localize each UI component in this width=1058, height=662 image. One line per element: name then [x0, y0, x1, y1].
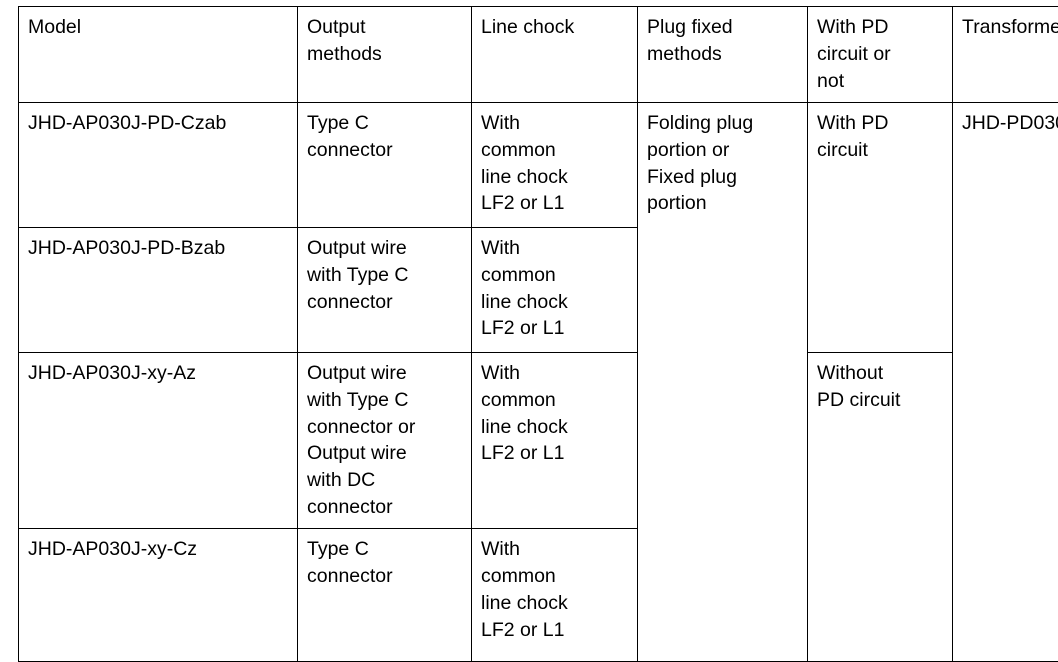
column-header-output-methods-label: Output methods [307, 14, 461, 68]
cell-transformer-text: JHD-PD030T-A [962, 110, 1058, 137]
cell-model-text: JHD-AP030J-xy-Cz [28, 536, 287, 563]
column-header-transformer: Transformer [953, 7, 1058, 103]
cell-output-methods: Output wire with Type C connector or Out… [298, 352, 472, 528]
cell-line-chock-text: With common line chock LF2 or L1 [481, 360, 627, 468]
cell-line-chock-text: With common line chock LF2 or L1 [481, 110, 627, 218]
cell-model: JHD-AP030J-xy-Az [19, 352, 298, 528]
column-header-plug-fixed-methods: Plug fixed methods [638, 7, 808, 103]
cell-pd-circuit-with-text: With PD circuit [817, 110, 942, 164]
column-header-line-chock-label: Line chock [481, 14, 627, 41]
cell-line-chock: With common line chock LF2 or L1 [472, 227, 638, 352]
table-header-row: Model Output methods Line chock Plug fix… [19, 7, 1058, 103]
column-header-pd-circuit-label: With PD circuit or not [817, 14, 942, 95]
cell-output-methods: Type C connector [298, 102, 472, 227]
cell-model-text: JHD-AP030J-PD-Bzab [28, 235, 287, 262]
column-header-plug-fixed-methods-label: Plug fixed methods [647, 14, 797, 68]
column-header-output-methods: Output methods [298, 7, 472, 103]
cell-output-methods-text: Output wire with Type C connector or Out… [307, 360, 461, 521]
cell-pd-circuit-without-text: Without PD circuit [817, 360, 942, 414]
model-specification-table: Model Output methods Line chock Plug fix… [18, 6, 1058, 662]
column-header-line-chock: Line chock [472, 7, 638, 103]
specification-table-container: Model Output methods Line chock Plug fix… [18, 6, 1046, 662]
cell-output-methods: Type C connector [298, 529, 472, 662]
column-header-transformer-label: Transformer [962, 14, 1058, 41]
cell-pd-circuit-without: Without PD circuit [808, 352, 953, 661]
cell-line-chock: With common line chock LF2 or L1 [472, 352, 638, 528]
table-row: JHD-AP030J-PD-Czab Type C connector With… [19, 102, 1058, 227]
cell-output-methods-text: Type C connector [307, 536, 461, 590]
cell-model-text: JHD-AP030J-xy-Az [28, 360, 287, 387]
cell-output-methods: Output wire with Type C connector [298, 227, 472, 352]
cell-output-methods-text: Output wire with Type C connector [307, 235, 461, 316]
cell-transformer-merged: JHD-PD030T-A [953, 102, 1058, 661]
cell-line-chock-text: With common line chock LF2 or L1 [481, 536, 627, 644]
cell-model: JHD-AP030J-PD-Bzab [19, 227, 298, 352]
cell-line-chock: With common line chock LF2 or L1 [472, 529, 638, 662]
cell-output-methods-text: Type C connector [307, 110, 461, 164]
column-header-pd-circuit: With PD circuit or not [808, 7, 953, 103]
cell-line-chock: With common line chock LF2 or L1 [472, 102, 638, 227]
cell-plug-fixed-methods-text: Folding plug portion or Fixed plug porti… [647, 110, 797, 218]
cell-line-chock-text: With common line chock LF2 or L1 [481, 235, 627, 343]
cell-pd-circuit-with: With PD circuit [808, 102, 953, 352]
column-header-model-label: Model [28, 14, 287, 41]
cell-model: JHD-AP030J-xy-Cz [19, 529, 298, 662]
column-header-model: Model [19, 7, 298, 103]
table-row: JHD-AP030J-xy-Az Output wire with Type C… [19, 352, 1058, 528]
cell-plug-fixed-methods-merged: Folding plug portion or Fixed plug porti… [638, 102, 808, 661]
cell-model-text: JHD-AP030J-PD-Czab [28, 110, 287, 137]
cell-model: JHD-AP030J-PD-Czab [19, 102, 298, 227]
